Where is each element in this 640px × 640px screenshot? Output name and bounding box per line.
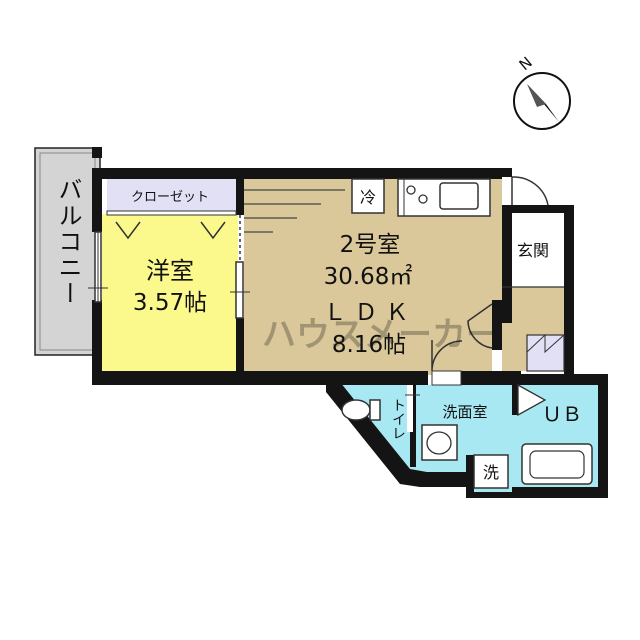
unit-bath-label: ＵＢ bbox=[542, 402, 582, 426]
stove-burner-2 bbox=[418, 194, 428, 204]
entrance-step bbox=[512, 213, 564, 285]
walls bbox=[92, 147, 608, 498]
balcony-label: バルコニー bbox=[54, 177, 82, 307]
toilet-bowl bbox=[341, 399, 371, 421]
ldk-area-text: 30.68㎡ bbox=[324, 264, 413, 290]
washroom-label: 洗面室 bbox=[442, 403, 487, 421]
ldk-label: ＬＤＫ bbox=[324, 300, 417, 326]
unit-bath-door[interactable] bbox=[517, 383, 547, 417]
ldk-unit: 2号室 bbox=[340, 232, 401, 258]
washroom-door-opening bbox=[431, 370, 462, 386]
closet-door-right bbox=[200, 221, 226, 240]
western-room-size: 3.57帖 bbox=[133, 290, 207, 316]
washer-box bbox=[473, 454, 509, 489]
toilet-label: トイレ bbox=[390, 398, 406, 440]
stove-burner-1 bbox=[406, 185, 416, 195]
western-room-label: 洋室 bbox=[146, 257, 194, 285]
balcony-area bbox=[34, 147, 101, 356]
shoe-storage-door bbox=[526, 333, 565, 354]
wash-basin-bowl bbox=[426, 431, 452, 455]
ldk-floor-lines bbox=[244, 189, 345, 233]
western-room-area bbox=[102, 214, 238, 371]
ldk-entrance-door[interactable] bbox=[467, 303, 493, 349]
toilet-tank bbox=[369, 399, 381, 421]
ldk-area bbox=[244, 179, 502, 375]
entrance-door[interactable] bbox=[511, 176, 549, 206]
fridge-label: 冷 bbox=[360, 188, 376, 207]
sink bbox=[439, 182, 479, 210]
entrance-label: 玄関 bbox=[517, 241, 549, 260]
closet-area bbox=[107, 179, 236, 214]
washroom-door[interactable] bbox=[431, 340, 463, 372]
watermark-text: ハウスメーカー bbox=[262, 315, 500, 355]
western-room-sliding-door[interactable] bbox=[235, 261, 244, 319]
fridge-box bbox=[351, 178, 385, 214]
closet-divider bbox=[106, 210, 237, 216]
washer-label: 洗 bbox=[483, 463, 499, 482]
compass-needle-tail bbox=[527, 84, 546, 107]
compass: N bbox=[513, 53, 571, 130]
closet-label: クローゼット bbox=[131, 190, 209, 205]
ldk-size: 8.16帖 bbox=[332, 332, 406, 358]
closet-door-left bbox=[115, 221, 141, 240]
compass-north-label: N bbox=[516, 53, 536, 74]
bathtub-inner bbox=[529, 450, 585, 479]
